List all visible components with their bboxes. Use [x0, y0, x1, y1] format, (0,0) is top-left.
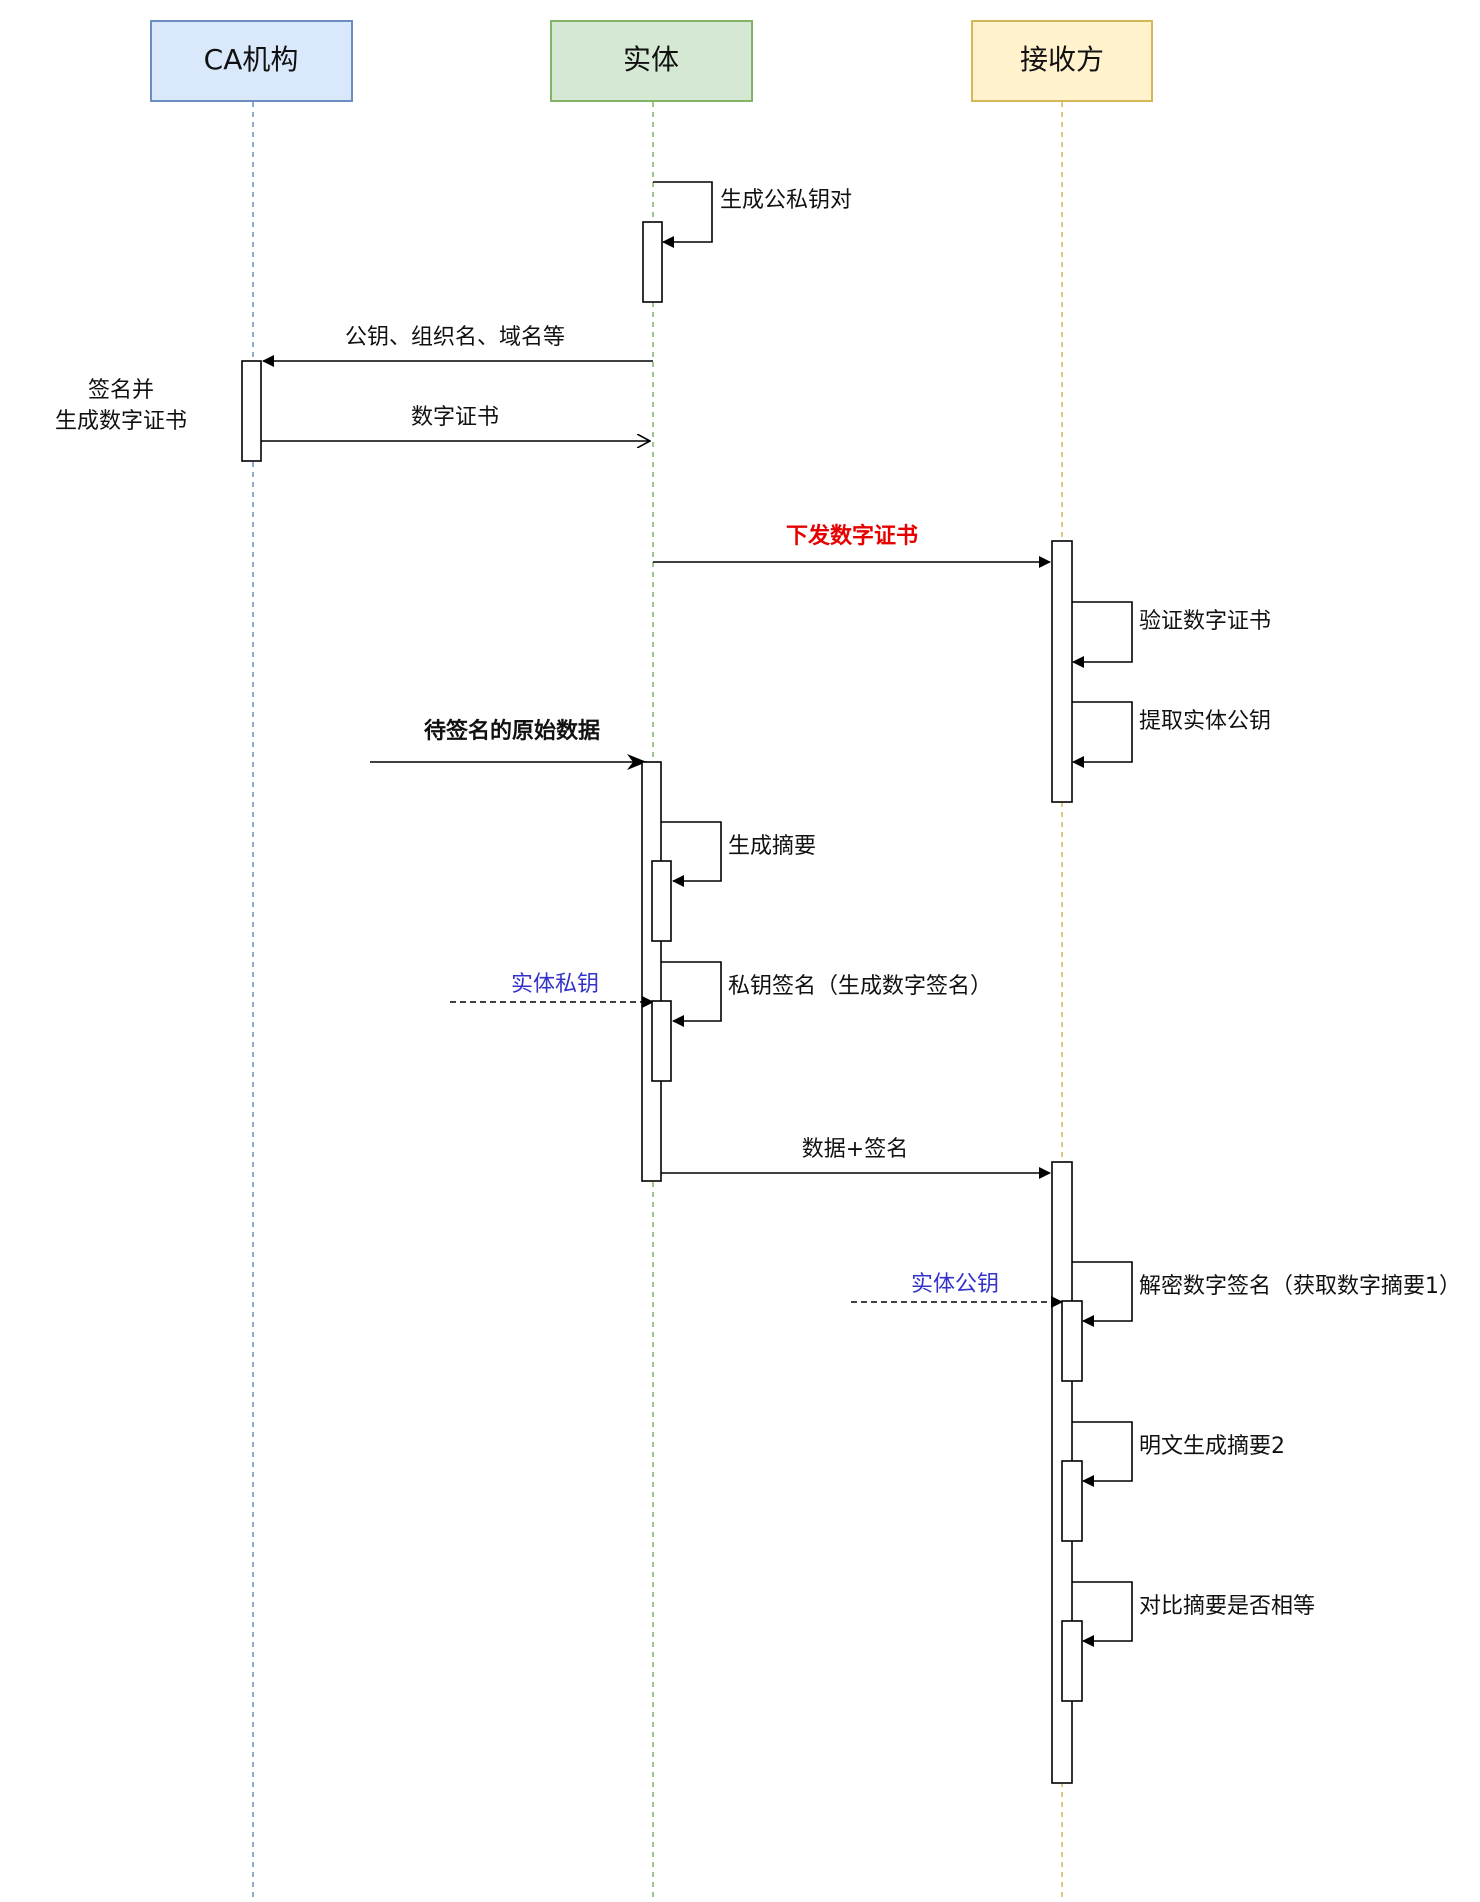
gen-keypair-arrow [653, 181, 713, 248]
data-plus-sig-label: 数据+签名 [802, 1137, 908, 1162]
compare-digest-arrow [1072, 1581, 1133, 1647]
gen-keypair-label: 生成公私钥对 [720, 188, 852, 213]
compare-digest-label: 对比摘要是否相等 [1139, 1594, 1315, 1619]
verify-cert-label: 验证数字证书 [1139, 609, 1271, 634]
participant-ca: CA机构 [150, 20, 353, 102]
decrypt-sig-arrow [1072, 1261, 1133, 1327]
gen-digest-label: 生成摘要 [728, 834, 816, 859]
plain-digest-arrow [1072, 1421, 1133, 1487]
return-cert-label: 数字证书 [411, 405, 499, 430]
participant-receiver-label: 接收方 [1020, 43, 1104, 76]
entity-digest-activation [651, 860, 672, 942]
private-sign-arrow [661, 961, 722, 1027]
raw-data-label: 待签名的原始数据 [424, 718, 600, 744]
receiver-decrypt-activation [1061, 1300, 1083, 1382]
participant-entity: 实体 [550, 20, 753, 102]
receiver-activation-cert [1051, 540, 1073, 803]
extract-pubkey-label: 提取实体公钥 [1139, 709, 1271, 734]
extract-pubkey-arrow [1072, 701, 1133, 768]
receiver-compare-activation [1061, 1620, 1083, 1702]
ca-note-line1: 签名并 [88, 378, 154, 403]
decrypt-sig-label: 解密数字签名（获取数字摘要1） [1139, 1274, 1461, 1299]
ca-activation [241, 360, 262, 462]
public-key-label: 实体公钥 [911, 1272, 999, 1297]
private-sign-label: 私钥签名（生成数字签名） [728, 974, 992, 999]
private-key-label: 实体私钥 [511, 972, 599, 997]
verify-cert-arrow [1072, 601, 1133, 668]
entity-keypair-activation [642, 221, 663, 303]
ca-note-line2: 生成数字证书 [55, 409, 187, 434]
gen-digest-arrow [661, 821, 722, 887]
entity-signing-activation [641, 761, 662, 1182]
plain-digest-label: 明文生成摘要2 [1139, 1434, 1285, 1459]
issue-cert-label: 下发数字证书 [786, 523, 918, 549]
participant-entity-label: 实体 [623, 43, 679, 76]
entity-sign-activation [651, 1000, 672, 1082]
participant-ca-label: CA机构 [204, 43, 299, 76]
receiver-plain-digest-activation [1061, 1460, 1083, 1542]
participant-receiver: 接收方 [971, 20, 1153, 102]
send-pubkey-label: 公钥、组织名、域名等 [345, 325, 565, 350]
